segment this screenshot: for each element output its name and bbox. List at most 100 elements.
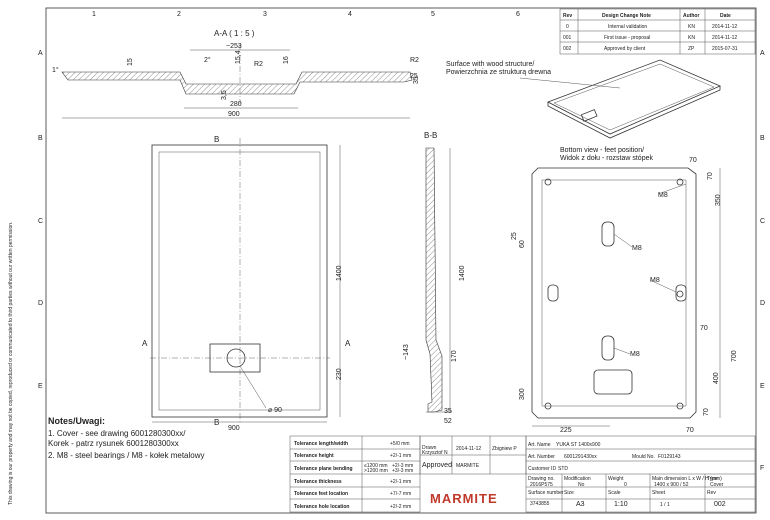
rev-h-rev: Rev [563,13,572,19]
row-labels: A B C D E A B C D E F [38,50,765,472]
weight-label: Weight [608,476,624,482]
dim-900-top: 900 [228,425,240,432]
col-5: 5 [431,11,435,18]
iso-drain [580,109,598,122]
tolerance-table: Tolerance length/width +5/0 mm Tolerance… [289,435,421,513]
rev-r1-author: KN [688,24,695,30]
col-6: 6 [516,11,520,18]
dim-16: 16 [283,56,290,64]
tol-height-value: +2/-1 mm [390,453,411,459]
dim-70-c: 70 [700,325,708,332]
weight: 0 [624,482,627,488]
customer: STD [558,466,568,472]
tol-feet-value: +7/-7 mm [390,491,411,497]
dim-1400-top: 1400 [336,265,343,281]
section-aa-profile [61,71,413,95]
rev-r2-rev: 001 [563,35,572,41]
notes-title: Notes/Uwagi: [48,416,105,426]
notes-line-2: Korek - patrz rysunek 6001280300xx [48,439,179,448]
tol-hole-value: +2/-2 mm [390,504,411,510]
m8-4: M8 [630,351,640,358]
section-bb-title: B-B [424,131,437,140]
drawn-label: Drawn [422,445,437,451]
row-a: A [38,50,43,57]
tol-height-label: Tolerance height [294,453,334,459]
tol-plane-v2: +3/-3 mm [392,468,413,474]
row-e: E [38,383,43,390]
section-bb: B-B 1400 ~143 170 35 52 [403,131,466,425]
scale-label: Scale [608,490,621,496]
bottom-outer [531,167,697,419]
dim-225: 225 [560,427,572,434]
rev-r2-author: KN [688,35,695,41]
m8-3: M8 [650,277,660,284]
row-a-right: A [760,50,765,57]
rev-r1-rev: 0 [566,24,569,30]
label-b-top-left: B [214,135,219,144]
bottom-title-2: Widok z dołu - rozstaw stópek [560,155,653,162]
label-b-top-right: B [214,418,219,427]
row-c-right: C [760,218,765,225]
surface-note-1: Surface with wood structure/ [446,61,534,68]
dim-35-bb: 35 [444,408,452,415]
revision-table: Rev Design Change Note Author Date 0 Int… [559,8,756,55]
logo-text: MARMITE [430,491,498,506]
dim-280: 280 [230,101,242,108]
dim-60: 60 [519,240,526,248]
row-b: B [38,135,43,142]
dim-300: 300 [519,388,526,400]
dim-70-d: 70 [703,408,710,416]
drawn-date: 2014-11-12 [456,446,481,452]
row-f-right: F [760,465,764,472]
label-a-right: A [345,339,351,348]
surface-iso: Surface with wood structure/ Powierzchni… [446,59,722,139]
section-aa-title: A-A ( 1 : 5 ) [214,29,255,38]
tol-plane-sub2: >1200 mm [364,468,388,474]
top-view-outer [151,144,328,418]
title-block: Art. Name YUKA ST 1400x900 Art. Number 6… [525,435,756,513]
dim-700: 700 [731,350,738,362]
tol-plane-v1: +2/-3 mm [392,463,413,469]
dim-15-4: 15,4 [235,50,242,64]
type: Cover [710,482,724,488]
dim-52: 52 [444,418,452,425]
notes-line-1: 1. Cover - see drawing 6001280300xx/ [48,429,186,438]
dims-label: Main dimension L x W / H (mm) [652,476,722,482]
dim-70-b: 70 [707,172,714,180]
mould: F0129143 [658,454,681,460]
rev-r3-date: 2015-07-31 [712,46,738,52]
dim-35-aa: 35 [413,76,420,84]
scale: 1:10 [614,501,628,508]
dim-400: 400 [713,372,720,384]
drain-hole [226,348,246,368]
surface-note-2: Powierzchnia ze strukturą drewna [446,69,551,76]
col-2: 2 [177,11,181,18]
approved-label: Approved [422,462,452,469]
rev-r1-note: Internal validation [608,24,647,30]
tol-hole-label: Tolerance hole location [294,504,349,510]
dim-15: 15 [127,58,134,66]
col-3: 3 [263,11,267,18]
signature-block: Drawn Krzysztof N 2014-11-12 Zbigniew P … [419,435,527,475]
dim-1400-bb: 1400 [459,265,466,281]
dims: 1400 x 900 / 52 [654,482,689,488]
rev-label: Rev [707,490,716,496]
dim-r2-a: R2 [254,61,263,68]
art-name: YUKA ST 1400x900 [556,442,601,448]
rev-r1-date: 2014-11-12 [712,24,737,30]
rev-r3-note: Approved by client [604,46,646,52]
dim-70-e: 70 [686,427,694,434]
size: A3 [576,501,585,508]
customer-label: Customer ID [528,466,556,472]
drawn-checker: Zbigniew P [492,446,517,452]
bottom-drain [593,369,633,395]
tol-length-value: +5/0 mm [390,441,410,447]
bottom-title-1: Bottom view - feet position/ [560,147,644,154]
rev-r3-author: ZP [688,46,695,52]
col-4: 4 [348,11,352,18]
tol-length-label: Tolerance length/width [294,441,348,447]
mod-label: Modification [564,476,591,482]
row-d-right: D [760,300,765,307]
drawn-name: Krzysztof N [422,450,448,456]
sheet-label: Sheet [652,490,666,496]
